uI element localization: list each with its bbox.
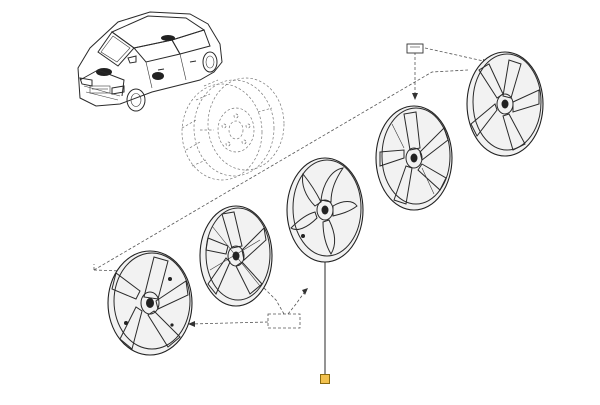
label-tag-top (406, 43, 424, 54)
callout-marker[interactable] (320, 374, 330, 384)
steel-wheel (181, 77, 285, 181)
wheel-cover-5 (466, 51, 544, 157)
wheel-cover-3 (286, 157, 364, 263)
wheel-cover-2 (199, 205, 273, 307)
car-illustration (77, 11, 223, 112)
wheel-cover-4 (375, 105, 453, 211)
wheel-cover-1 (107, 250, 193, 356)
label-tag-bottom (267, 313, 301, 329)
